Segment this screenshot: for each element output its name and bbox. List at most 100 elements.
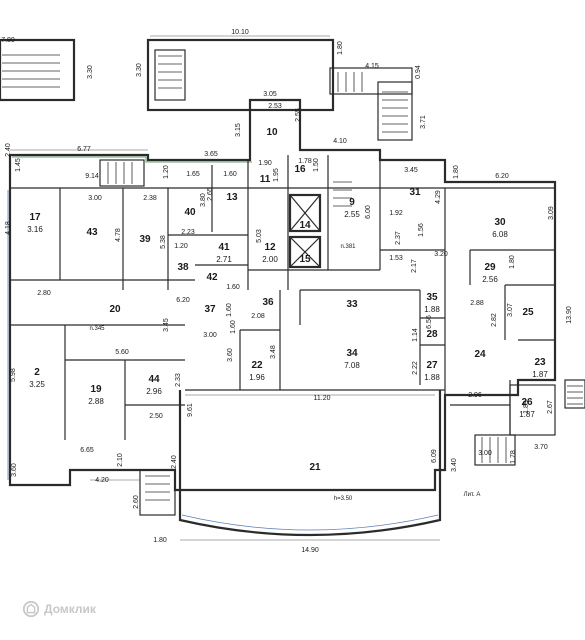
dimension-label: 7.80: [1, 37, 15, 44]
dimension-label: 13.90: [566, 306, 573, 324]
domclick-logo-icon: [22, 600, 40, 618]
room-number-27: 27: [426, 360, 438, 371]
room-area-26: 1.87: [519, 410, 535, 419]
room-number-2: 2: [34, 367, 40, 378]
room-number-28: 28: [426, 329, 438, 340]
dimension-label: 2.10: [117, 453, 124, 467]
room-number-15: 15: [299, 254, 311, 265]
dimension-label: 3.15: [235, 123, 242, 137]
room-number-40: 40: [184, 207, 196, 218]
room-number-34: 34: [346, 348, 358, 359]
dimension-label: 2.60: [133, 495, 140, 509]
top-right-stair: [329, 67, 413, 141]
dimension-label: 3.48: [270, 345, 277, 359]
room-number-36: 36: [262, 297, 274, 308]
dimension-label: 1.20: [174, 243, 188, 250]
dimension-label: 4.18: [5, 221, 12, 235]
room-number-20: 20: [109, 304, 121, 315]
room-number-22: 22: [251, 360, 263, 371]
dimension-label: 2.96: [468, 392, 482, 399]
room-area-19: 2.88: [88, 397, 104, 406]
dimension-label: 2.80: [37, 290, 51, 297]
dimension-label: 1.65: [186, 171, 200, 178]
top-center-stair: [146, 38, 335, 112]
watermark-brand: Домклик: [44, 602, 96, 616]
dimension-label: 6.00: [365, 205, 372, 219]
top-left-stair: [0, 38, 76, 102]
core-stair: [333, 181, 352, 207]
room-number-9: 9: [349, 197, 355, 208]
room-area-34: 7.08: [344, 361, 360, 370]
dimension-label: 1.56: [418, 223, 425, 237]
dimension-label: 1.95: [273, 168, 280, 182]
dimension-label: 0.94: [415, 65, 422, 79]
room-number-31: 31: [409, 187, 421, 198]
dimension-label: 2.23: [181, 229, 195, 236]
dimension-label: 3.20: [434, 251, 448, 258]
dimension-label: 1.45: [15, 158, 22, 172]
dimension-label: 3.05: [263, 91, 277, 98]
room-number-41: 41: [218, 242, 230, 253]
dimension-label: 9.14: [85, 173, 99, 180]
dimension-label: 3.45: [163, 318, 170, 332]
room-area-44: 2.96: [146, 387, 162, 396]
dimension-label: 1.60: [230, 320, 237, 334]
dimension-label: 2.65: [207, 187, 214, 201]
dimension-label: 2.53: [268, 103, 282, 110]
dimension-label: 1.60: [226, 303, 233, 317]
room-number-37: 37: [204, 304, 216, 315]
room-number-43: 43: [86, 227, 98, 238]
dimension-label: 1.80: [509, 255, 516, 269]
building-outline: [8, 98, 557, 492]
room-number-13: 13: [226, 192, 238, 203]
room-area-41: 2.71: [216, 255, 232, 264]
dimension-label: 3.30: [136, 63, 143, 77]
plan-note: Лит. А: [464, 492, 481, 498]
room-number-25: 25: [522, 307, 534, 318]
room-number-30: 30: [494, 217, 506, 228]
room-area-27: 1.88: [424, 373, 440, 382]
dimension-label: 2.08: [251, 313, 265, 320]
dimension-label: 1.50: [313, 158, 320, 172]
dimension-label: 6.20: [176, 297, 190, 304]
dimension-label: 3.80: [200, 193, 207, 207]
dimension-label: 3.45: [404, 167, 418, 174]
dimension-label: 2.88: [470, 300, 484, 307]
room-area-2: 3.25: [29, 380, 45, 389]
dimension-label: 2.33: [175, 373, 182, 387]
dimension-label: 2.40: [171, 455, 178, 469]
dimension-label: 6.20: [495, 173, 509, 180]
room-number-11: 11: [260, 174, 271, 185]
plan-note: n.381: [340, 244, 356, 250]
room-area-29: 2.56: [482, 275, 498, 284]
dimension-label: 4.10: [333, 138, 347, 145]
dimension-label: 3.40: [451, 458, 458, 472]
dimension-label: 6.09: [431, 449, 438, 463]
dimension-label: 3.60: [227, 348, 234, 362]
room-number-16: 16: [294, 164, 306, 175]
dimension-label: 4.29: [435, 190, 442, 204]
room-area-35: 1.88: [424, 305, 440, 314]
dimension-label: 6.77: [77, 146, 91, 153]
dimension-label: 6.56: [426, 315, 433, 329]
room-area-30: 6.08: [492, 230, 508, 239]
bottom-left-stair: [139, 469, 176, 516]
dimension-label: 14.90: [301, 547, 319, 554]
dimension-label: 1.92: [389, 210, 403, 217]
plan-note: h=3.50: [334, 496, 353, 502]
room-number-21: 21: [309, 462, 321, 473]
dimension-label: 2.17: [411, 259, 418, 273]
dimension-label: 10.10: [231, 29, 249, 36]
room-number-38: 38: [177, 262, 189, 273]
dimension-label: 5.98: [10, 368, 17, 382]
dimension-label: 4.78: [115, 228, 122, 242]
right-side-stair: [564, 379, 585, 409]
dimension-label: 4.20: [95, 477, 109, 484]
dimension-label: 2.82: [491, 313, 498, 327]
room-number-39: 39: [139, 234, 151, 245]
dimension-label: 1.80: [453, 165, 460, 179]
dimension-label: 1.89: [523, 400, 530, 414]
room-number-29: 29: [484, 262, 496, 273]
dimension-label: 1.80: [337, 41, 344, 55]
room-area-22: 1.96: [249, 373, 265, 382]
